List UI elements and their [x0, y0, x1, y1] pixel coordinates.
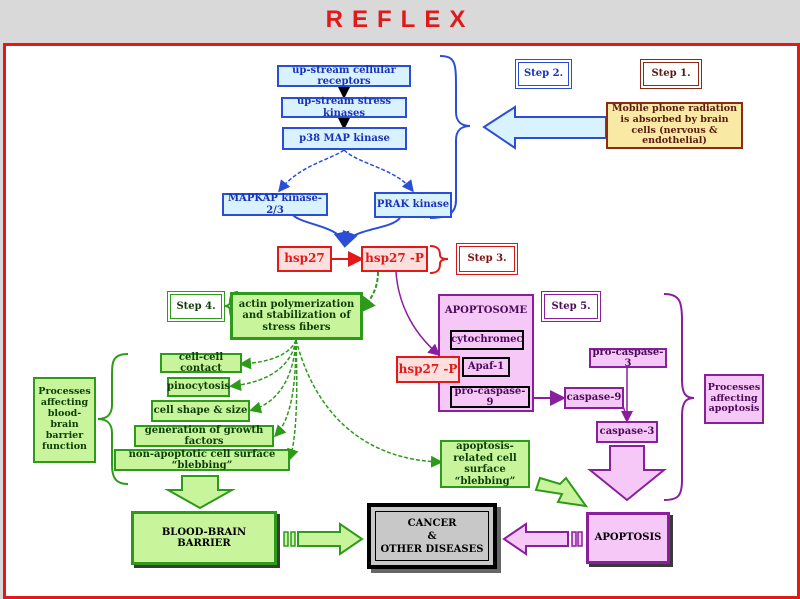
hsp27p-apoptosome-box: hsp27 -P [396, 356, 460, 383]
bbb-down-arrow [164, 475, 236, 510]
blebbing-to-apoptosis-arrow [534, 476, 589, 508]
processes-apoptosis-box: Processes affecting apoptosis [704, 374, 764, 424]
upstream-stress-kinases-box: up-stream stress kinases [281, 96, 407, 119]
apaf1-box: Apaf-1 [462, 357, 510, 377]
header-bar: REFLEX [0, 0, 800, 42]
step3-brace [429, 245, 449, 274]
caspase9-box: caspase-9 [564, 387, 624, 409]
actin-polymerization-box: actin polymerization and stabilization o… [230, 292, 363, 340]
hsp27-box: hsp27 [277, 246, 332, 272]
hsp27p-to-apoptosome-arrow [395, 271, 441, 356]
bbb-to-cancer-arrow [297, 522, 364, 556]
cancer-line-2: & [427, 530, 437, 542]
cytochrome-subscript: C [516, 334, 523, 345]
cell-shape-size-box: cell shape & size [151, 400, 250, 422]
cancer-line-1: CANCER [407, 517, 457, 529]
bbb-arrow-tail-1 [283, 531, 289, 547]
nonapoptotic-blebbing-box: non-apoptotic cell surface “blebbing” [114, 449, 290, 471]
apo-arrow-tail-2 [577, 531, 583, 547]
cascade-brace [429, 55, 471, 219]
step3-label: Step 3. [456, 243, 518, 275]
apoptotic-blebbing-box: apoptosis-related cell surface “blebbing… [440, 440, 530, 488]
caspase3-box: caspase-3 [596, 421, 658, 443]
radiation-box: Mobile phone radiation is absorbed by br… [606, 102, 743, 149]
growth-factors-box: generation of growth factors [134, 425, 274, 447]
hsp27p-box: hsp27 -P [361, 246, 428, 272]
bbb-brace [97, 353, 129, 485]
procaspase9-box: pro-caspase-9 [450, 386, 530, 408]
cell-cell-contact-box: cell-cell contact [160, 352, 242, 374]
page-title: REFLEX [325, 6, 475, 33]
apoptosome-title: APOPTOSOME [444, 305, 528, 317]
step4-label: Step 4. [167, 291, 225, 322]
radiation-arrow [482, 105, 607, 150]
prak-kinase-box: PRAK kinase [374, 192, 452, 218]
step1-label: Step 1. [640, 59, 702, 89]
caspase3-down-arrow [587, 445, 667, 502]
step5-label: Step 5. [541, 291, 601, 322]
cancer-line-3: OTHER DISEASES [380, 543, 484, 555]
pinocytosis-box: pinocytosis [167, 377, 230, 397]
bbb-outcome-box: BLOOD-BRAIN BARRIER [131, 511, 277, 565]
apoptosis-to-cancer-arrow [502, 522, 569, 556]
cancer-outcome-box: CANCER & OTHER DISEASES [367, 503, 497, 569]
bbb-arrow-tail-2 [290, 531, 296, 547]
apo-arrow-tail-1 [571, 531, 577, 547]
hsp27p-to-actin-arrow [359, 271, 379, 314]
procaspase3-box: pro-caspase-3 [589, 347, 667, 369]
mapkap-kinase-box: MAPKAP kinase-2/3 [222, 193, 328, 216]
kinase-cascade-arrows [278, 87, 414, 248]
processes-bbb-box: Processes affecting blood-brain barrier … [33, 377, 96, 463]
actin-effect-arrows [229, 339, 443, 468]
apoptosis-brace [663, 293, 695, 501]
cytochrome-label: cytochrome [451, 334, 517, 346]
apoptosis-outcome-box: APOPTOSIS [586, 512, 670, 564]
p38-map-kinase-box: p38 MAP kinase [282, 127, 407, 150]
upstream-receptors-box: up-stream cellular receptors [277, 65, 411, 87]
step2-label: Step 2. [515, 59, 572, 89]
